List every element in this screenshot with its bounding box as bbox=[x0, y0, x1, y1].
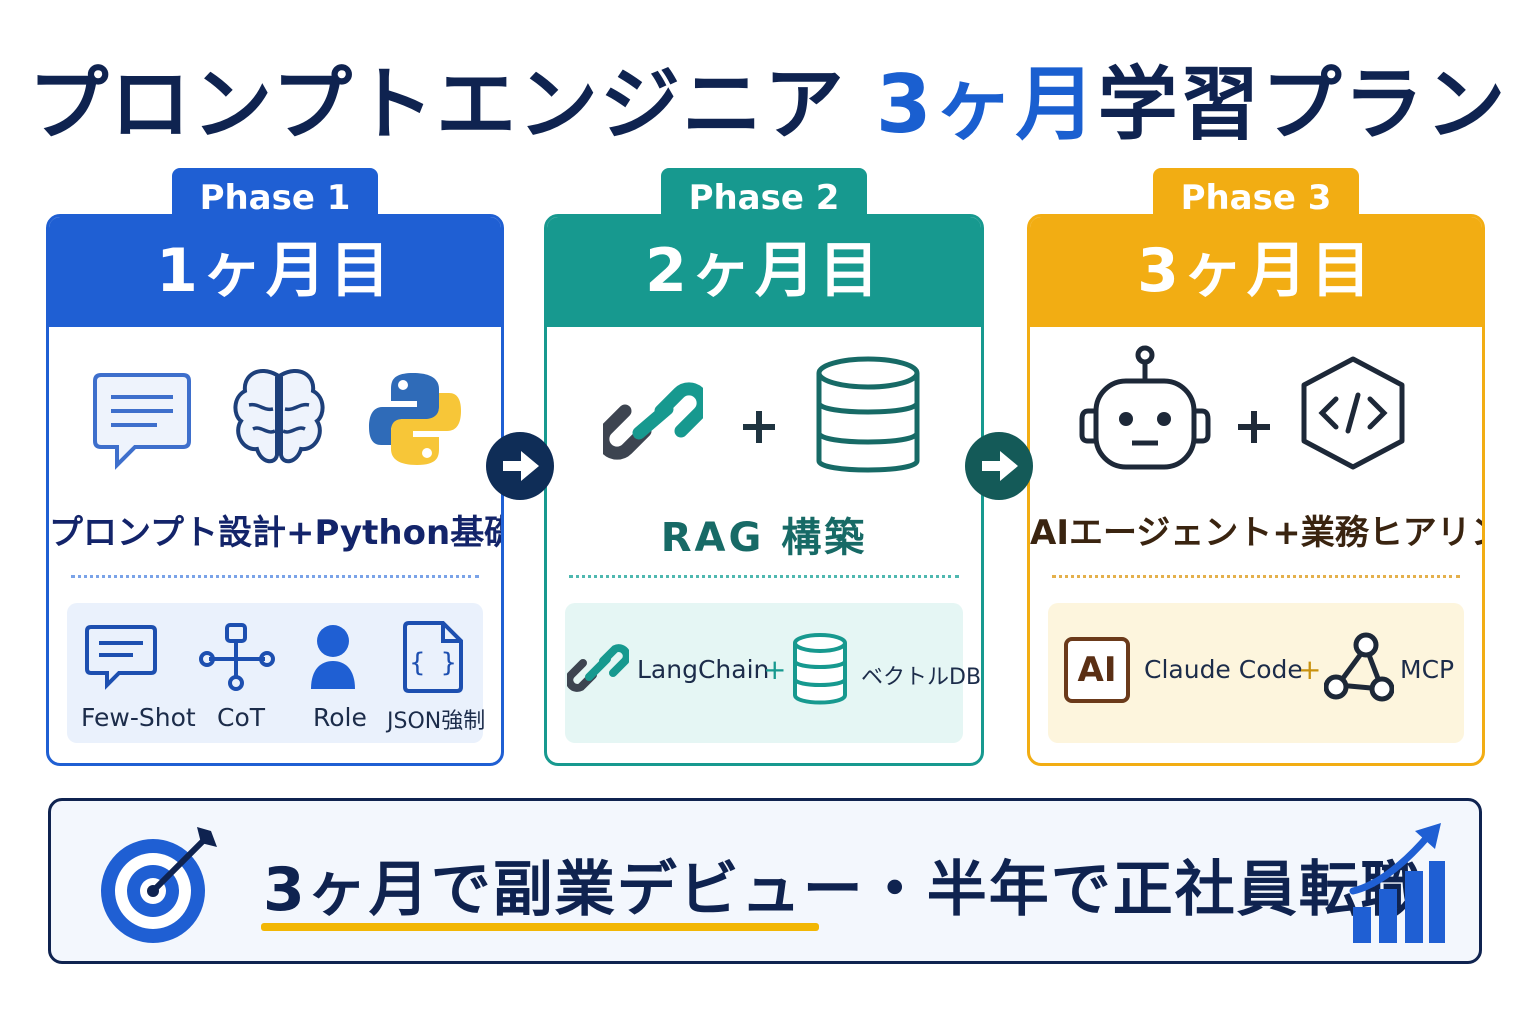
database-icon bbox=[816, 356, 920, 473]
goal-banner: 3ヶ月で副業デビュー・半年で正社員転職 bbox=[48, 798, 1482, 964]
phase-2-month: 2ヶ月目 bbox=[547, 217, 981, 327]
technique-role: Role bbox=[313, 703, 367, 732]
page-title: プロンプトエンジニア 3ヶ月学習プラン bbox=[0, 40, 1536, 156]
technique-cot: CoT bbox=[217, 703, 266, 732]
chat-icon bbox=[93, 373, 191, 470]
phase-1-topic: プロンプト設計+Python基礎 bbox=[49, 513, 504, 553]
technique-few-shot: Few-Shot bbox=[81, 703, 196, 732]
role-icon bbox=[311, 625, 355, 689]
phase-2-tools: LangChain + ベクトルDB bbox=[565, 603, 981, 743]
plus-icon bbox=[743, 411, 775, 443]
phase-1-icons bbox=[49, 367, 501, 487]
few-shot-icon bbox=[85, 625, 157, 690]
phase-1-tab: Phase 1 bbox=[172, 168, 378, 230]
tool-plus: + bbox=[1298, 653, 1322, 686]
goal-text: 3ヶ月で副業デビュー・半年で正社員転職 bbox=[263, 841, 1423, 928]
langchain-icon bbox=[567, 644, 629, 692]
target-icon bbox=[101, 827, 217, 943]
cot-icon bbox=[199, 623, 275, 691]
technique-json: JSON強制 bbox=[387, 709, 486, 734]
vector-db-icon bbox=[793, 633, 847, 705]
json-icon: { } bbox=[403, 621, 463, 693]
phase-3-tools: AI Claude Code + MCP bbox=[1048, 603, 1464, 743]
divider bbox=[71, 575, 479, 578]
phase-3-topic: AIエージェント+業務ヒアリング bbox=[1030, 513, 1482, 553]
code-icon bbox=[1301, 356, 1405, 470]
divider bbox=[1052, 575, 1460, 578]
goal-text-part-1: 3ヶ月で副業デビュー bbox=[263, 855, 865, 925]
tool-langchain: LangChain bbox=[637, 655, 770, 684]
python-icon bbox=[369, 373, 461, 465]
phase-2-tab: Phase 2 bbox=[661, 168, 867, 230]
phase-2-icons bbox=[547, 356, 981, 487]
plus-icon bbox=[1238, 411, 1270, 443]
tool-plus: + bbox=[763, 653, 787, 686]
tool-vector-db: ベクトルDB bbox=[861, 665, 982, 690]
phase-2-topic: RAG 構築 bbox=[660, 515, 868, 561]
arrow-right-icon bbox=[965, 432, 1033, 500]
phase-3-card: 3ヶ月目 AIエージェント+業務ヒアリング bbox=[1027, 168, 1485, 766]
phase-3-icons bbox=[1030, 345, 1482, 487]
phase-2-body: 2ヶ月目 RAG 構築 bbox=[544, 214, 984, 766]
phase-1-body: 1ヶ月目 プロンプト設計+Python基礎 bbox=[46, 214, 504, 766]
title-main: プロンプトエンジニア bbox=[28, 58, 847, 151]
goal-underline bbox=[261, 923, 819, 931]
title-tail: 学習プラン bbox=[1097, 58, 1508, 151]
tool-claude-code: Claude Code bbox=[1144, 655, 1303, 684]
ai-logo: AI bbox=[1064, 637, 1130, 703]
link-icon bbox=[603, 382, 703, 460]
phase-1-techniques: Few-Shot CoT Role { } JSON強制 bbox=[67, 603, 486, 743]
phase-3-tab: Phase 3 bbox=[1153, 168, 1359, 230]
divider bbox=[569, 575, 959, 578]
growth-chart-icon bbox=[1349, 823, 1445, 943]
phase-3-body: 3ヶ月目 AIエージェント+業務ヒアリング bbox=[1027, 214, 1485, 766]
phase-1-card: 1ヶ月目 プロンプト設計+Python基礎 bbox=[46, 168, 504, 766]
svg-text:{ }: { } bbox=[410, 648, 457, 678]
goal-text-part-2: ・半年で正社員転職 bbox=[864, 855, 1423, 925]
mcp-icon bbox=[1324, 632, 1394, 702]
phase-2-card: 2ヶ月目 RAG 構築 bbox=[544, 168, 984, 766]
phase-3-month: 3ヶ月目 bbox=[1030, 217, 1482, 327]
tool-mcp: MCP bbox=[1400, 655, 1455, 684]
brain-icon bbox=[233, 369, 325, 464]
title-accent: 3ヶ月 bbox=[875, 58, 1098, 151]
arrow-right-icon bbox=[486, 432, 554, 500]
phase-1-month: 1ヶ月目 bbox=[49, 217, 501, 327]
robot-icon bbox=[1079, 345, 1211, 470]
